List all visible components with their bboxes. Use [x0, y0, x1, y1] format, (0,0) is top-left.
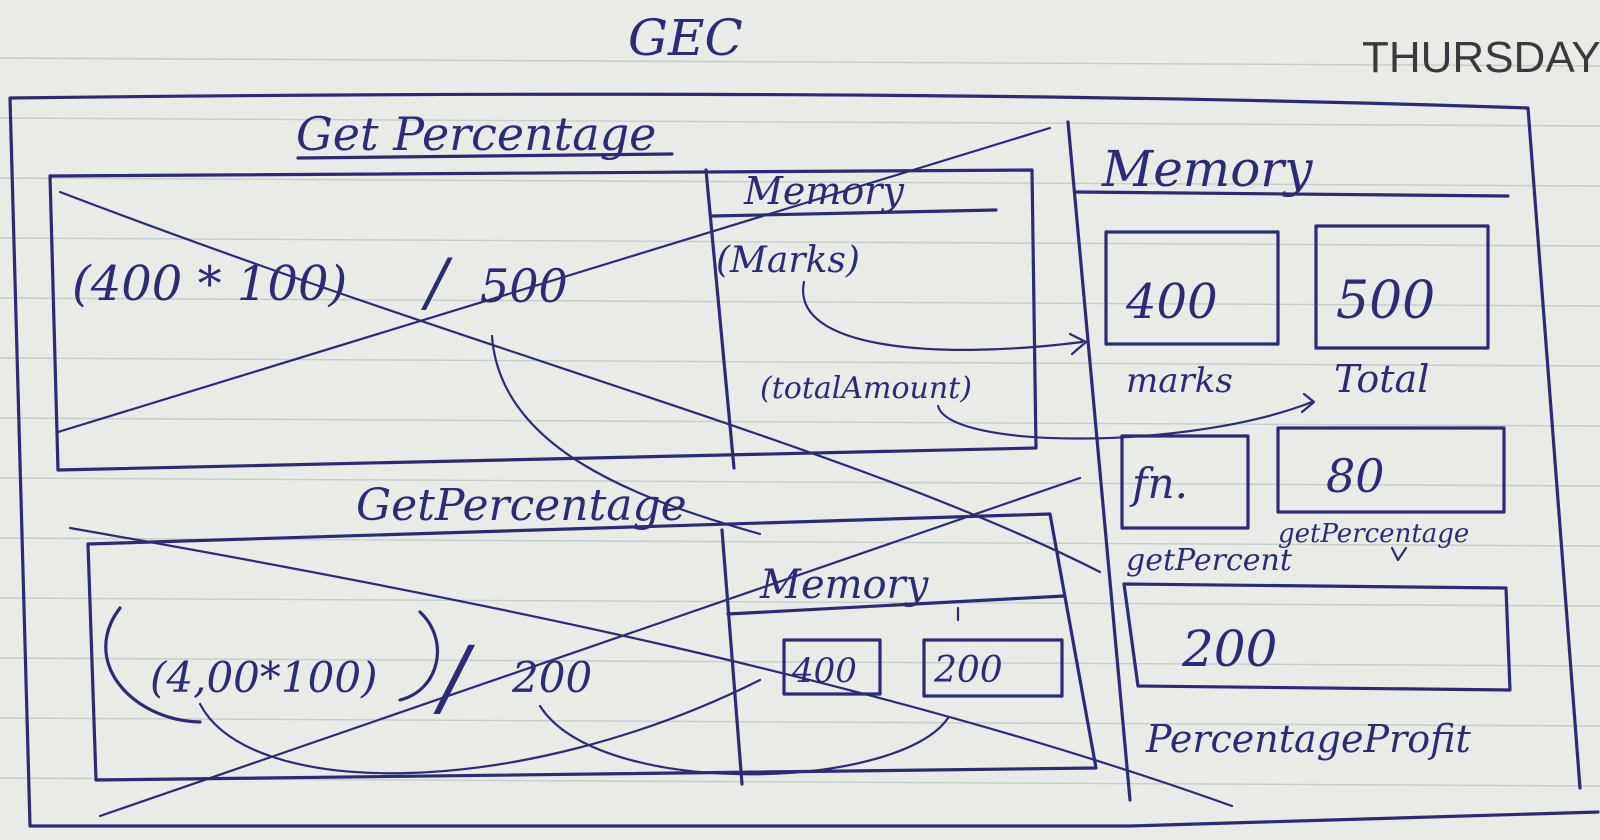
gec-memory-panel: Memory 400 marks 500 Total fn. getPercen…	[1066, 120, 1512, 802]
gec-cell-percentageprofit	[1122, 582, 1512, 692]
context-1-memory-underline	[710, 208, 998, 218]
gec-cell-getpercent	[1120, 434, 1250, 530]
context-2-memory-title: Memory	[759, 562, 930, 608]
context-1-memory-title: Memory	[743, 169, 904, 213]
page-heading: GEC	[628, 9, 743, 67]
gec-getpercentage-pointer	[1390, 546, 1408, 562]
arrow-marks-to-gec-head	[1068, 332, 1088, 356]
context-2-cell-2-value: 200	[933, 650, 1003, 691]
context-2-expression-left: (4,00*100)	[150, 653, 377, 702]
arrow-result-curve	[490, 334, 762, 536]
context-2-cell-1	[782, 638, 882, 696]
arrow-context-2-left	[198, 678, 762, 775]
gec-cell-marks-value: 400	[1125, 274, 1218, 330]
gec-cell-total	[1314, 224, 1490, 350]
context-1-expression-left: (400 * 100)	[72, 256, 347, 312]
context-2-cross-out-2	[68, 526, 1234, 808]
context-2-cell-2	[922, 638, 1064, 698]
context-2-memory-divider	[720, 528, 744, 786]
context-2-cell-1-value: 400	[791, 651, 857, 691]
context-2-bracket-close	[398, 610, 439, 702]
gec-cell-marks-label: marks	[1126, 361, 1233, 401]
gec-memory-title: Memory	[1101, 140, 1313, 198]
gec-cell-getpercentage-label: getPercentage	[1278, 519, 1469, 549]
context-1-cross-out-2	[58, 190, 1102, 574]
context-1-title: Get Percentage	[296, 107, 656, 161]
gec-cell-getpercent-label: getPercent	[1126, 543, 1293, 578]
context-1-expression-op: /	[420, 246, 453, 320]
gec-memory-underline	[1074, 190, 1510, 198]
context-2-title: GetPercentage	[356, 480, 687, 531]
gec-cell-total-value: 500	[1336, 271, 1435, 331]
context-2-memory-underline	[726, 594, 1066, 616]
gec-cell-getpercent-value: fn.	[1129, 459, 1188, 508]
execution-context-1: Get Percentage (400 * 100) / 500 Memory …	[48, 107, 1102, 574]
context-1-memory-divider	[704, 168, 736, 470]
gec-cell-percentageprofit-label: PercentageProfit	[1145, 717, 1471, 761]
context-1-box	[48, 168, 1038, 472]
context-2-bracket-open	[104, 606, 202, 724]
gec-memory-divider	[1066, 120, 1132, 802]
day-label: THURSDAY	[1362, 33, 1600, 82]
context-1-expression-right: 500	[480, 259, 568, 313]
arrow-total-to-gec-head	[1300, 392, 1316, 414]
context-1-param-marks: (Marks)	[716, 240, 860, 281]
arrow-total-to-gec	[936, 400, 1314, 440]
context-2-expression-op: /	[433, 628, 476, 726]
context-1-title-underline	[296, 152, 674, 160]
context-2-cross-out-1	[98, 476, 1082, 818]
flow-arrows	[198, 280, 1408, 776]
gec-cell-total-label: Total	[1334, 357, 1429, 401]
gec-cell-getpercentage-value: 80	[1326, 449, 1385, 503]
gec-cell-percentageprofit-value: 200	[1181, 620, 1277, 678]
arrow-marks-to-gec	[802, 280, 1084, 351]
gec-outer-frame	[8, 92, 1600, 828]
gec-cell-getpercentage	[1276, 426, 1506, 514]
context-1-param-totalamount: (totalAmount)	[760, 371, 972, 406]
context-1-cross-out-1	[56, 126, 1052, 434]
arrow-context-2-right	[538, 704, 950, 776]
gec-cell-marks	[1104, 230, 1280, 346]
ruled-lines	[0, 57, 1600, 787]
